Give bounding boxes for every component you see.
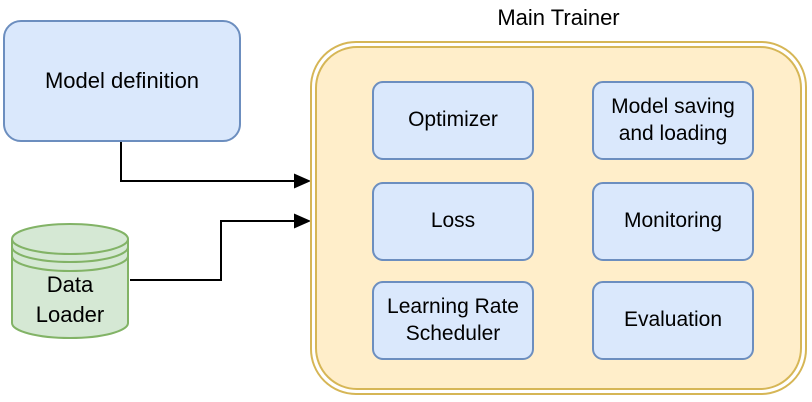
data-loader-node: Data Loader xyxy=(10,222,130,340)
database-icon xyxy=(11,223,129,339)
arrowhead xyxy=(294,213,311,229)
connector-data-loader-to-main-trainer xyxy=(130,213,311,281)
model-definition-node: Model definition xyxy=(3,20,241,142)
component-label: Loss xyxy=(430,209,476,233)
component-loss: Loss xyxy=(372,182,534,261)
main-trainer-title: Main Trainer xyxy=(497,5,620,30)
main-trainer-container: Optimizer Model saving and loading Loss … xyxy=(310,41,807,395)
data-loader-label: Data Loader xyxy=(35,272,105,327)
component-label: Monitoring xyxy=(623,209,723,233)
component-label: Learning Rate Scheduler xyxy=(387,295,519,345)
component-label: Evaluation xyxy=(623,308,723,332)
model-definition-label: Model definition xyxy=(44,68,200,93)
component-evaluation: Evaluation xyxy=(592,281,754,360)
component-monitoring: Monitoring xyxy=(592,182,754,261)
component-model-saving-and-loading: Model saving and loading xyxy=(592,81,754,160)
component-label: Optimizer xyxy=(408,108,498,132)
arrowhead xyxy=(294,173,311,189)
component-label: Model saving and loading xyxy=(611,95,735,145)
connector-model-definition-to-main-trainer xyxy=(120,142,311,189)
component-optimizer: Optimizer xyxy=(372,81,534,160)
component-learning-rate-scheduler: Learning Rate Scheduler xyxy=(372,281,534,360)
